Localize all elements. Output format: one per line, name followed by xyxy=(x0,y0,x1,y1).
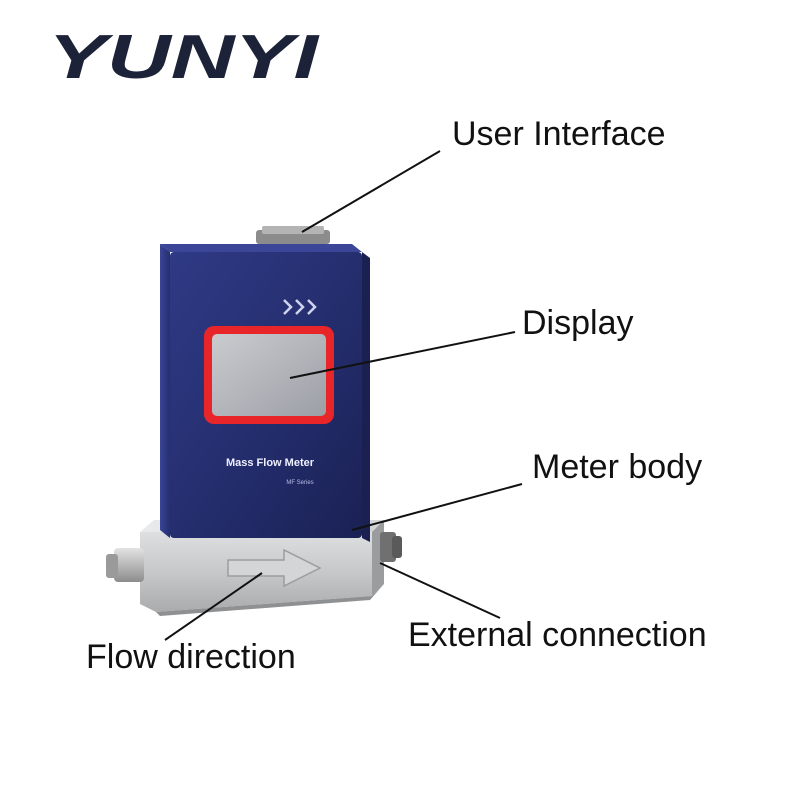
callout-user-interface: User Interface xyxy=(452,115,666,153)
user-interface-connector xyxy=(256,226,330,244)
leader-external-connection xyxy=(379,562,501,619)
leader-lines xyxy=(164,150,523,641)
callout-display: Display xyxy=(522,304,634,342)
leader-flow-direction xyxy=(164,572,263,641)
device-title: Mass Flow Meter xyxy=(226,457,315,469)
lcd-display xyxy=(204,326,334,424)
inlet-fitting xyxy=(106,548,144,582)
leader-display xyxy=(289,331,516,379)
outlet-fitting xyxy=(380,532,402,562)
device-subtitle: MF Series xyxy=(286,480,313,486)
logo-text: YUNYI xyxy=(48,23,321,92)
leader-meter-body xyxy=(351,483,523,531)
callout-meter-body: Meter body xyxy=(532,448,703,486)
callout-external-connection: External connection xyxy=(408,616,707,654)
flow-arrow xyxy=(227,548,322,588)
chevrons-icon xyxy=(283,299,317,315)
callout-flow-direction: Flow direction xyxy=(86,638,296,676)
brand-logo: YUNYI xyxy=(48,23,321,92)
leader-user-interface xyxy=(301,150,441,233)
